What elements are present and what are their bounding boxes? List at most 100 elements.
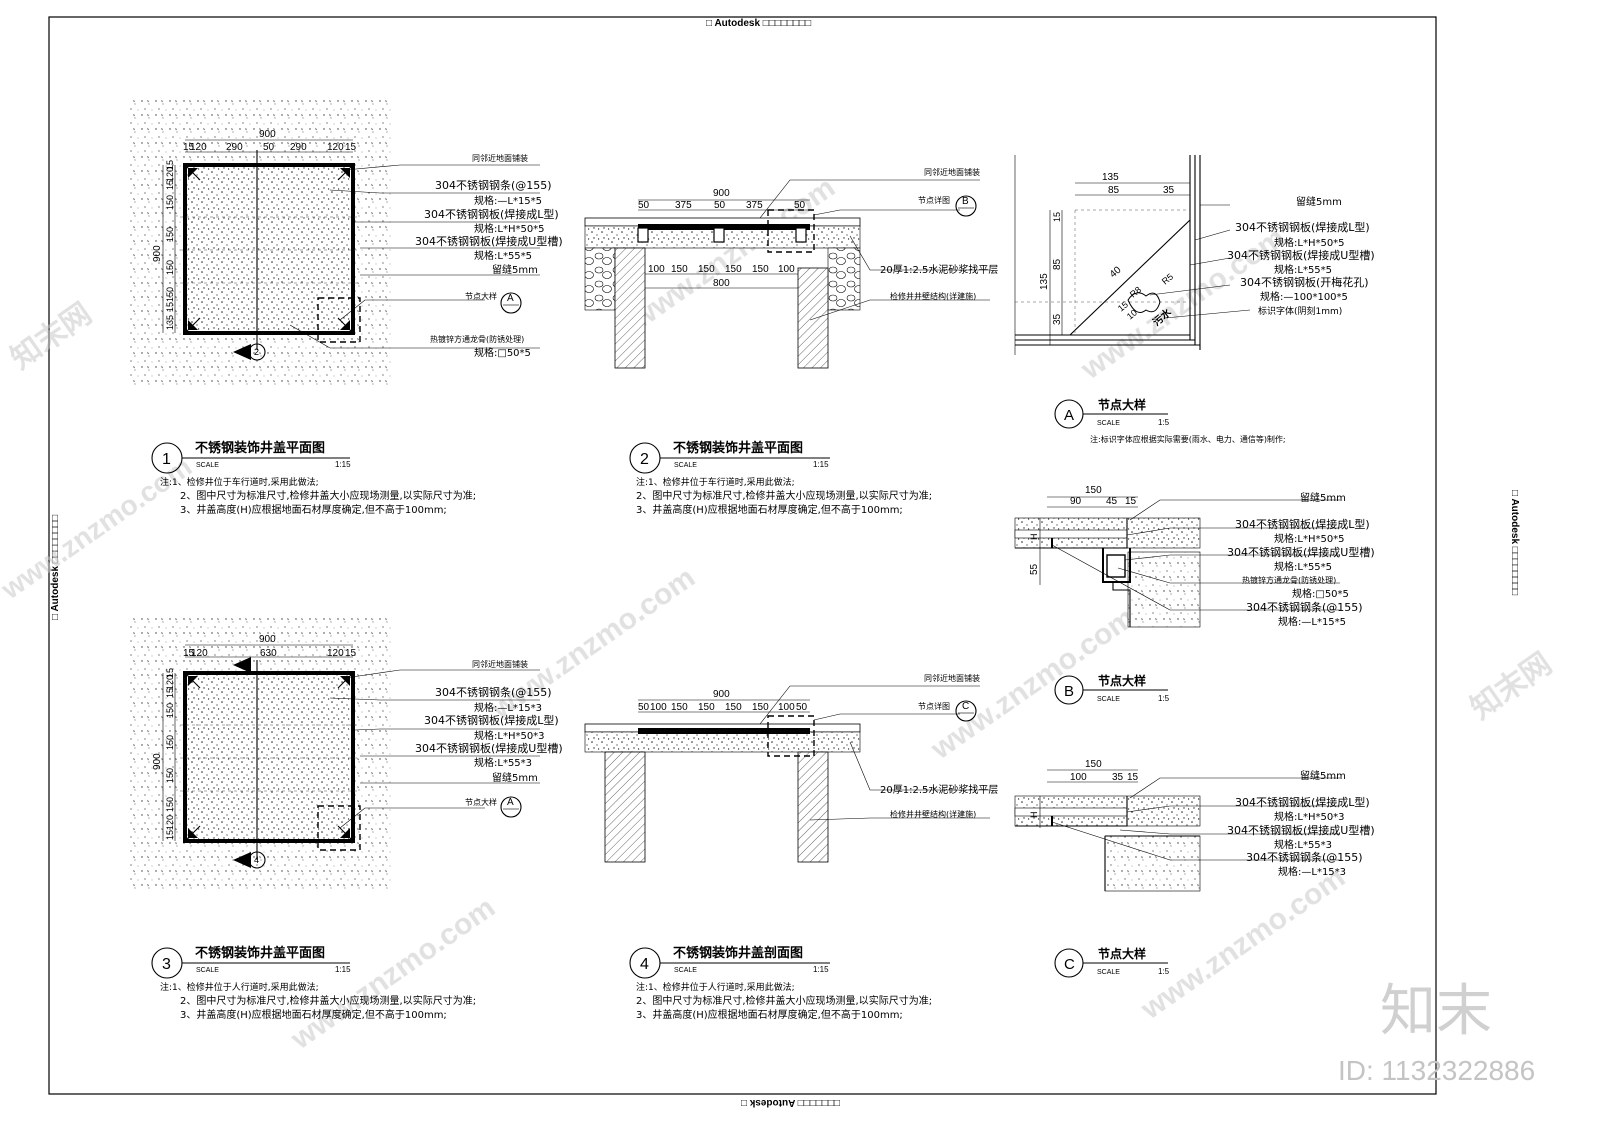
detailB-label-uchannel-spec: 规格:L*55*5: [1274, 560, 1332, 573]
detailC-label-lplate-spec: 规格:L*H*50*3: [1274, 810, 1345, 823]
plan1-label-keel: 热镀锌方通龙骨(防锈处理): [430, 334, 524, 344]
title4-number: 4: [640, 956, 649, 973]
plan1-dim-top-0: 15: [183, 142, 195, 153]
title-b: B 节点大样 SCALE 1:5: [1054, 673, 1170, 705]
plan3-dim-left-3: 150: [165, 768, 175, 783]
watermark-brand-1: 知末网: [5, 297, 98, 376]
plan3-dim-left-5: 150: [165, 703, 175, 718]
title-2: 2 不锈钢装饰井盖平面图 SCALE 1:15: [629, 440, 830, 474]
plan-3: 4 900 15 120 630 120 15 900 15 120 150 1…: [129, 615, 563, 890]
watermark-logo: 知末: [1380, 979, 1492, 1044]
bottom-stamp: □□□□□□□ Autodesk □: [741, 1097, 840, 1108]
detailA-dim-11: 10: [1125, 307, 1139, 321]
titleC-letter: C: [1064, 956, 1075, 973]
sec2-dim-mid-5: 100: [778, 264, 795, 275]
note2-line3: 3、井盖高度(H)应根据地面石材厚度确定,但不高于100mm;: [636, 503, 903, 516]
title2-name: 不锈钢装饰井盖平面图: [673, 440, 803, 456]
detailC-label-strip: 304不锈钢钢条(@155): [1246, 850, 1363, 864]
sec2-dim-top-1: 375: [675, 200, 692, 211]
detailA-label-font: 标识字体(阴刻1mm): [1258, 305, 1342, 317]
detailA-label-uchannel: 304不锈钢钢板(焊接成U型槽): [1227, 248, 1375, 262]
title-3: 3 不锈钢装饰井盖平面图 SCALE 1:15: [151, 945, 351, 979]
sec2-dim-mid-total: 800: [713, 278, 730, 289]
title3-scale: 1:15: [335, 965, 351, 974]
sec2-dim-mid-2: 150: [698, 264, 715, 275]
detailC-label-lplate: 304不锈钢钢板(焊接成L型): [1235, 795, 1370, 809]
title-4: 4 不锈钢装饰井盖剖面图 SCALE 1:15: [629, 945, 830, 979]
plan1-dim-left-8: 15: [165, 160, 175, 170]
detailB-label-keel: 热镀锌方通龙骨(防锈处理): [1242, 575, 1336, 585]
titleB-scale-label: SCALE: [1097, 696, 1120, 703]
detailB-label-lplate-spec: 规格:L*H*50*5: [1274, 532, 1345, 545]
plan1-dim-left-total: 900: [152, 245, 163, 262]
note3-line3: 3、井盖高度(H)应根据地面石材厚度确定,但不高于100mm;: [180, 1008, 447, 1021]
sec4-dim-top-0: 50: [638, 702, 650, 713]
detail-b: 150 90 45 15 H 55 留缝5mm 304不锈钢钢板(焊接成L型) …: [1014, 485, 1375, 628]
sec2-callout-letter: B: [962, 196, 969, 207]
plan1-dim-top-2: 290: [226, 142, 243, 153]
titleA-name: 节点大样: [1098, 397, 1146, 412]
detailA-dim-10: 15: [1116, 299, 1130, 313]
plan3-dim-left-4: 150: [165, 735, 175, 750]
detail-c: 150 100 35 15 H 留缝5mm 304不锈钢钢板(焊接成L型) 规格…: [1014, 759, 1375, 892]
note3-line2: 2、图中尺寸为标准尺寸,检修井盖大小应现场测量,以实际尺寸为准;: [180, 994, 476, 1007]
sec4-dim-top-3: 150: [698, 702, 715, 713]
detailA-label-lplate-spec: 规格:L*H*50*5: [1274, 236, 1345, 249]
detailB-dim-2: 45: [1106, 496, 1118, 507]
plan1-label-uchannel-spec: 规格:L*55*5: [474, 249, 532, 262]
plan3-label-uchannel: 304不锈钢钢板(焊接成U型槽): [415, 741, 563, 755]
notes-2: 注:1、检修井位于车行道时,采用此做法; 2、图中尺寸为标准尺寸,检修井盖大小应…: [636, 476, 932, 516]
detailA-label-plum-spec: 规格:—100*100*5: [1260, 290, 1348, 303]
plan3-callout-letter: A: [507, 797, 514, 808]
titleA-letter: A: [1064, 407, 1074, 424]
plan3-label-paving: 同邻近地面铺装: [472, 659, 528, 669]
sec2-label-wall: 检修井井壁结构(详建施): [890, 291, 976, 301]
watermark-site-5: www.znzmo.com: [284, 891, 501, 1057]
title3-number: 3: [162, 956, 171, 973]
titleB-letter: B: [1064, 683, 1074, 700]
title-a: A 节点大样 SCALE 1:5: [1054, 397, 1170, 429]
plan1-label-lplate-spec: 规格:L*H*50*5: [474, 222, 545, 235]
watermark-site-3: www.znzmo.com: [484, 561, 701, 727]
detailA-dim-9: R5: [1160, 271, 1175, 286]
detailA-dim-1: 85: [1108, 185, 1120, 196]
plan1-dim-left-1: 15: [165, 302, 175, 312]
detailB-label-gap: 留缝5mm: [1300, 491, 1346, 504]
plan1-dim-left-3: 150: [165, 260, 175, 275]
sec4-dim-top-5: 150: [752, 702, 769, 713]
plan3-label-lplate-spec: 规格:L*H*50*3: [474, 729, 545, 742]
plan3-dim-top-4: 15: [345, 648, 357, 659]
detailB-label-lplate: 304不锈钢钢板(焊接成L型): [1235, 517, 1370, 531]
plan1-callout-letter: A: [507, 293, 514, 304]
title4-scale: 1:15: [813, 965, 829, 974]
sec4-dim-top-total: 900: [713, 689, 730, 700]
top-stamp: □ Autodesk □□□□□□□□: [706, 18, 811, 29]
titleA-scale: 1:5: [1158, 418, 1170, 427]
note4-line3: 3、井盖高度(H)应根据地面石材厚度确定,但不高于100mm;: [636, 1008, 903, 1021]
note3-line1: 注:1、检修井位于人行道时,采用此做法;: [160, 981, 319, 993]
plan3-label-strip-spec: 规格:—L*15*3: [474, 701, 542, 714]
detailB-dim-3: 15: [1125, 496, 1137, 507]
plan3-dim-top-0: 15: [183, 648, 195, 659]
plan1-dim-left-4: 150: [165, 227, 175, 242]
title4-scale-label: SCALE: [674, 967, 697, 974]
left-stamp: □ Autodesk □□□□□□□□: [50, 515, 61, 620]
title1-number: 1: [162, 451, 171, 468]
plan1-label-uchannel: 304不锈钢钢板(焊接成U型槽): [415, 234, 563, 248]
detailA-label-uchannel-spec: 规格:L*55*5: [1274, 263, 1332, 276]
detailB-label-keel-spec: 规格:□50*5: [1292, 587, 1349, 600]
detailC-label-strip-spec: 规格:—L*15*3: [1278, 865, 1346, 878]
section-4: 900 50 100 150 150 150 150 100 50 C 同邻近地…: [584, 673, 998, 863]
plan1-section-mark: 2: [254, 347, 259, 357]
plan3-dim-top-3: 120: [327, 648, 344, 659]
sec4-dim-top-2: 150: [671, 702, 688, 713]
detailB-label-strip: 304不锈钢钢条(@155): [1246, 600, 1363, 614]
sec2-dim-mid-4: 150: [752, 264, 769, 275]
plan1-label-keel-spec: 规格:□50*5: [474, 346, 531, 359]
plan1-dim-top-total: 900: [259, 129, 276, 140]
detailA-label-lplate: 304不锈钢钢板(焊接成L型): [1235, 220, 1370, 234]
detailB-dim-5: 55: [1029, 563, 1040, 575]
plan3-label-strip: 304不锈钢钢条(@155): [435, 685, 552, 699]
plan3-dim-left-8: 15: [165, 668, 175, 678]
title-1: 1 不锈钢装饰井盖平面图 SCALE 1:15: [151, 440, 351, 474]
